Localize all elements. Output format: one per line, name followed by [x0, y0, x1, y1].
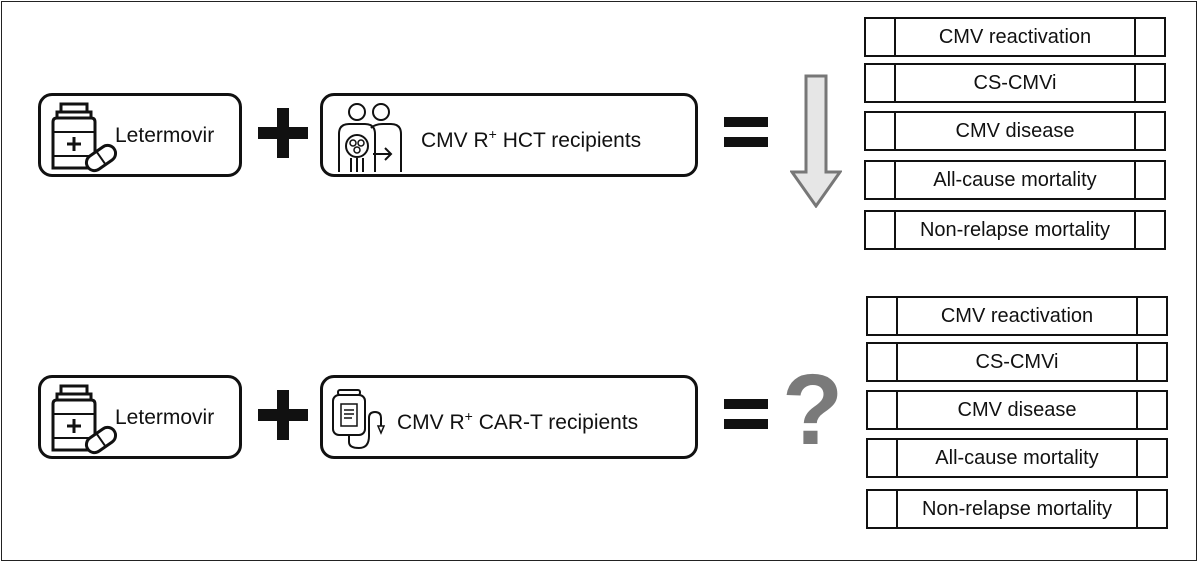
outcome-box: All-cause mortality	[866, 438, 1168, 478]
letermovir-box-top: Letermovir	[38, 93, 242, 177]
drug-label: Letermovir	[115, 124, 215, 147]
outcome-box: CS-CMVi	[864, 63, 1166, 103]
outcome-box: Non-relapse mortality	[864, 210, 1166, 250]
question-mark: ?	[782, 354, 844, 466]
outcome-label: CS-CMVi	[973, 71, 1057, 94]
cart-population-label: CMV R+ CAR-T recipients	[397, 408, 639, 434]
hct-population-box: CMV R+ HCT recipients	[320, 93, 698, 177]
medicine-bottle-icon	[51, 384, 118, 455]
outcome-box: All-cause mortality	[864, 160, 1166, 200]
equals-sign-bottom	[724, 399, 768, 429]
medicine-bottle-icon	[51, 102, 118, 173]
infusion-bag-icon	[332, 389, 386, 450]
cart-population-box: CMV R+ CAR-T recipients	[320, 375, 698, 459]
outcome-box: CS-CMVi	[866, 342, 1168, 382]
outcome-label: Non-relapse mortality	[919, 218, 1111, 241]
outcome-label: CMV disease	[957, 398, 1077, 421]
outcome-label: CMV reactivation	[938, 25, 1092, 48]
drug-label: Letermovir	[115, 406, 215, 429]
outcome-box: CMV disease	[866, 390, 1168, 430]
outcome-label: CMV reactivation	[940, 304, 1094, 327]
transplant-patients-icon	[338, 103, 402, 172]
outcome-label: All-cause mortality	[935, 446, 1099, 469]
down-arrow-icon	[790, 74, 842, 208]
outcome-box: CMV reactivation	[864, 17, 1166, 57]
letermovir-box-bottom: Letermovir	[38, 375, 242, 459]
outcome-label: CS-CMVi	[975, 350, 1059, 373]
outcome-box: CMV reactivation	[866, 296, 1168, 336]
outcome-box: Non-relapse mortality	[866, 489, 1168, 529]
outcome-box: CMV disease	[864, 111, 1166, 151]
outcome-label: CMV disease	[955, 119, 1075, 142]
plus-sign-top	[258, 108, 308, 158]
plus-sign-bottom	[258, 390, 308, 440]
hct-population-label: CMV R+ HCT recipients	[421, 126, 642, 152]
equals-sign-top	[724, 117, 768, 147]
outcome-label: Non-relapse mortality	[921, 497, 1113, 520]
outcome-label: All-cause mortality	[933, 168, 1097, 191]
